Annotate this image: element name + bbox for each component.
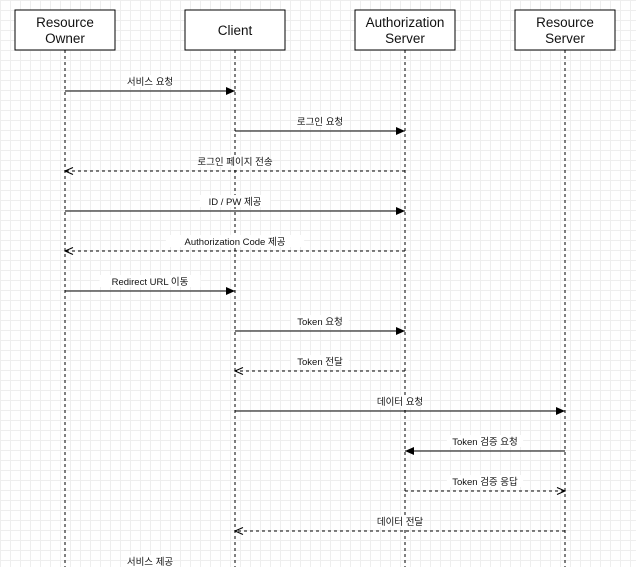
message-label-bg (200, 155, 270, 167)
message-label-bg (377, 515, 423, 527)
participant-label: Owner (45, 31, 85, 46)
message-10: Token 검증 요청 (405, 435, 565, 455)
message-label: Token 검증 요청 (452, 436, 518, 448)
participant-label: Resource (36, 15, 94, 30)
participant-label: Server (385, 31, 425, 46)
message-label-bg (446, 475, 524, 487)
message-label-bg (377, 395, 423, 407)
participant-box (14, 9, 116, 51)
message-label: 서비스 요청 (127, 77, 173, 88)
message-5: Authorization Code 제공 (65, 235, 405, 251)
message-label-bg (297, 115, 343, 127)
message-label-bg (99, 275, 201, 287)
message-7: Token 요청 (235, 315, 405, 335)
message-8: Token 전달 (235, 355, 405, 371)
message-label: 로그인 페이지 전송 (197, 157, 272, 168)
message-label-bg (165, 235, 305, 247)
message-11: Token 검증 응답 (405, 475, 565, 491)
participant-label: Resource (536, 15, 594, 30)
message-label: Redirect URL 이동 (112, 277, 189, 288)
participant-box (354, 9, 456, 51)
participant-label: Client (218, 23, 253, 38)
message-label-bg (291, 355, 349, 367)
message-label: ID / PW 제공 (209, 197, 262, 208)
message-label: Authorization Code 제공 (185, 237, 286, 248)
message-4: ID / PW 제공 (65, 195, 405, 215)
message-label-bg (127, 75, 173, 87)
message-label: Token 전달 (297, 356, 343, 368)
message-label: Token 요청 (297, 317, 342, 328)
message-label-bg (291, 315, 349, 327)
participant-label: Authorization (366, 15, 445, 30)
message-12: 데이터 전달 (235, 515, 565, 531)
message-1: 서비스 요청 (65, 75, 235, 95)
message-label: 데이터 요청 (377, 397, 423, 408)
message-9: 데이터 요청 (235, 395, 565, 415)
participant-box (514, 9, 616, 51)
message-2: 로그인 요청 (235, 115, 405, 135)
message-label-bg (446, 435, 524, 447)
participant-label: Server (545, 31, 585, 46)
message-3: 로그인 페이지 전송 (65, 155, 405, 171)
message-label-bg (200, 195, 270, 207)
message-label: 서비스 제공 (127, 557, 174, 567)
message-label: 데이터 전달 (377, 516, 424, 528)
message-6: Redirect URL 이동 (65, 275, 235, 295)
participant-client[interactable]: Client (184, 9, 286, 51)
message-label-bg (127, 555, 173, 567)
participant-box (184, 9, 286, 51)
message-label: Token 검증 응답 (452, 476, 518, 488)
message-label: 로그인 요청 (297, 117, 343, 128)
message-13: 서비스 제공 (127, 555, 174, 567)
